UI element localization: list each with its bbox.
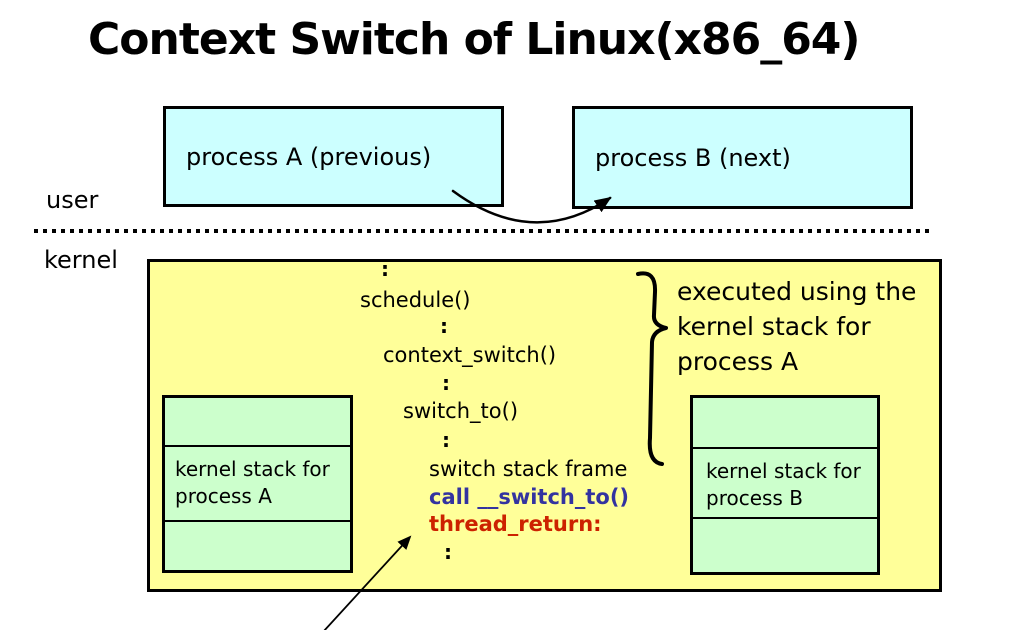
stack-a-divider-bottom [165, 520, 350, 522]
call-chain-schedule: schedule() [360, 288, 471, 312]
kernel-stack-annotation: executed using the kernel stack for proc… [677, 277, 917, 376]
stack-b-divider-top [693, 447, 877, 449]
page-title: Context Switch of Linux(x86_64) [88, 14, 861, 65]
kernel-stack-b-label: kernel stack for process B [706, 459, 861, 510]
call-chain-dots: : [444, 540, 452, 564]
call-chain-dots: : [442, 428, 450, 452]
kernel-stack-b-box: kernel stack for process B [690, 395, 880, 575]
process-a-label: process A (previous) [186, 142, 432, 171]
process-a-box: process A (previous) [163, 106, 504, 207]
call-chain-switch-to: switch_to() [403, 399, 519, 423]
call-chain-switch-stack-frame: switch stack frame [429, 457, 628, 481]
call-chain-thread-return: thread_return: [429, 512, 602, 536]
call-chain-dots: : [442, 371, 450, 395]
call-chain-dots: : [440, 314, 448, 338]
kernel-stack-a-box: kernel stack for process A [162, 395, 353, 573]
call-chain-dots: : [381, 257, 389, 281]
kernel-stack-a-label: kernel stack for process A [175, 457, 330, 508]
user-space-label: user [46, 186, 99, 214]
call-chain-context-switch: context_switch() [383, 343, 557, 367]
user-kernel-divider [34, 229, 932, 233]
process-b-label: process B (next) [595, 143, 791, 172]
stack-b-divider-bottom [693, 517, 877, 519]
process-b-box: process B (next) [572, 106, 913, 209]
call-chain-call-switch-to: call __switch_to() [429, 485, 630, 509]
kernel-space-label: kernel [44, 246, 118, 274]
stack-a-divider-top [165, 445, 350, 447]
